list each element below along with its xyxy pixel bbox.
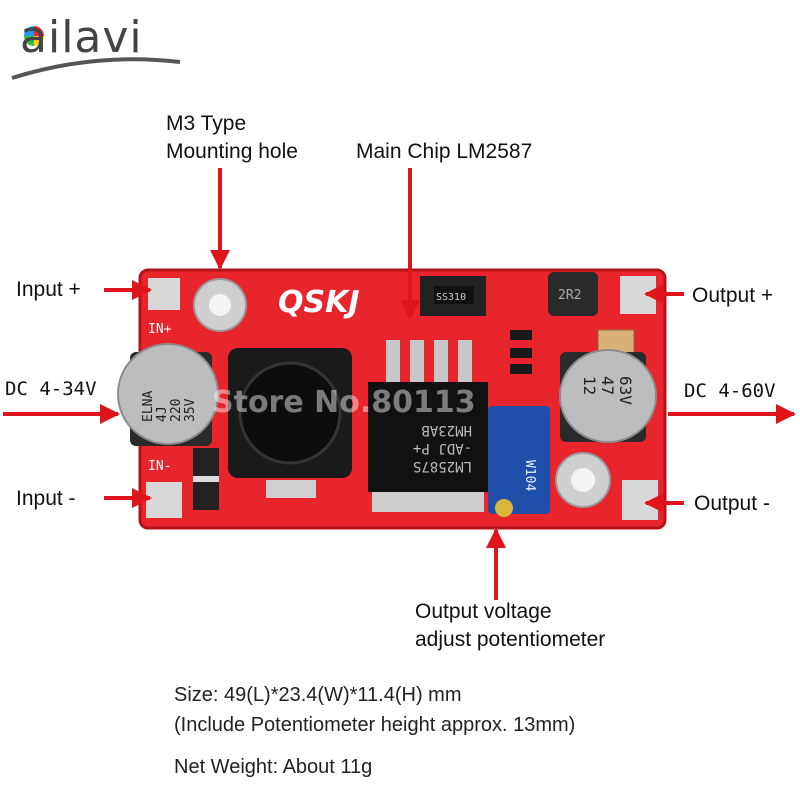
brand-logo-text: ailavi — [20, 12, 143, 63]
output-cap-text-2: 47 — [598, 376, 617, 395]
output-capacitor — [559, 349, 657, 443]
input-cap-text-4: 35V — [183, 398, 198, 422]
label-mounting-hole-line1: M3 Type — [166, 112, 247, 135]
label-dc-in: DC 4-34V — [5, 378, 97, 400]
watermark: Store No.80113 — [212, 385, 476, 420]
label-main-chip: Main Chip LM2587 — [356, 140, 533, 163]
label-input-minus: Input - — [16, 487, 76, 510]
label-output-plus: Output + — [692, 284, 774, 307]
input-capacitor — [117, 343, 219, 445]
chip-pins — [386, 340, 472, 384]
input-cap-text-3: 220 — [169, 399, 184, 422]
label-potentiometer-line2: adjust potentiometer — [415, 628, 606, 651]
pad-in-minus — [146, 482, 182, 518]
brand-logo: aailavi — [20, 12, 142, 63]
main-chip-lm2587 — [368, 382, 488, 492]
output-cap-text-3: 12 — [580, 376, 599, 395]
silk-in-minus: IN- — [148, 459, 171, 474]
pad-out-minus — [622, 480, 658, 520]
silk-logo: QSKJ — [278, 285, 360, 320]
label-dc-out: DC 4-60V — [684, 380, 776, 402]
spec-pot-height: (Include Potentiometer height approx. 13… — [174, 714, 576, 736]
input-cap-text-1: ELNA — [141, 391, 156, 422]
logo-mark-icon — [24, 26, 44, 46]
spec-weight: Net Weight: About 11g — [174, 756, 373, 778]
chip-text-2: -ADJ P+ — [413, 440, 472, 456]
label-potentiometer: Output voltage adjust potentiometer — [415, 598, 605, 654]
chip-text-1: LM2587S — [413, 458, 472, 474]
potentiometer — [488, 406, 550, 514]
input-cap-text-2: 4J — [155, 406, 170, 422]
pad-in-plus — [148, 278, 180, 310]
chip-text-3: HM23AB — [421, 422, 472, 438]
label-input-plus: Input + — [16, 278, 81, 301]
pad-out-plus — [620, 276, 656, 314]
diode-mark: SS310 — [436, 292, 466, 303]
label-output-minus: Output - — [694, 492, 770, 515]
label-potentiometer-line1: Output voltage — [415, 600, 552, 623]
smd-resistors — [510, 330, 532, 374]
label-mounting-hole-line2: Mounting hole — [166, 140, 298, 163]
small-inductor-mark: 2R2 — [558, 288, 581, 303]
label-mounting-hole: M3 Type Mounting hole — [166, 110, 298, 166]
small-inductor — [548, 272, 598, 316]
output-cap-text-1: 63V — [616, 376, 635, 405]
silk-in-plus: IN+ — [148, 322, 172, 337]
pot-mark: W104 — [522, 460, 537, 491]
spec-size: Size: 49(L)*23.4(W)*11.4(H) mm — [174, 684, 462, 706]
